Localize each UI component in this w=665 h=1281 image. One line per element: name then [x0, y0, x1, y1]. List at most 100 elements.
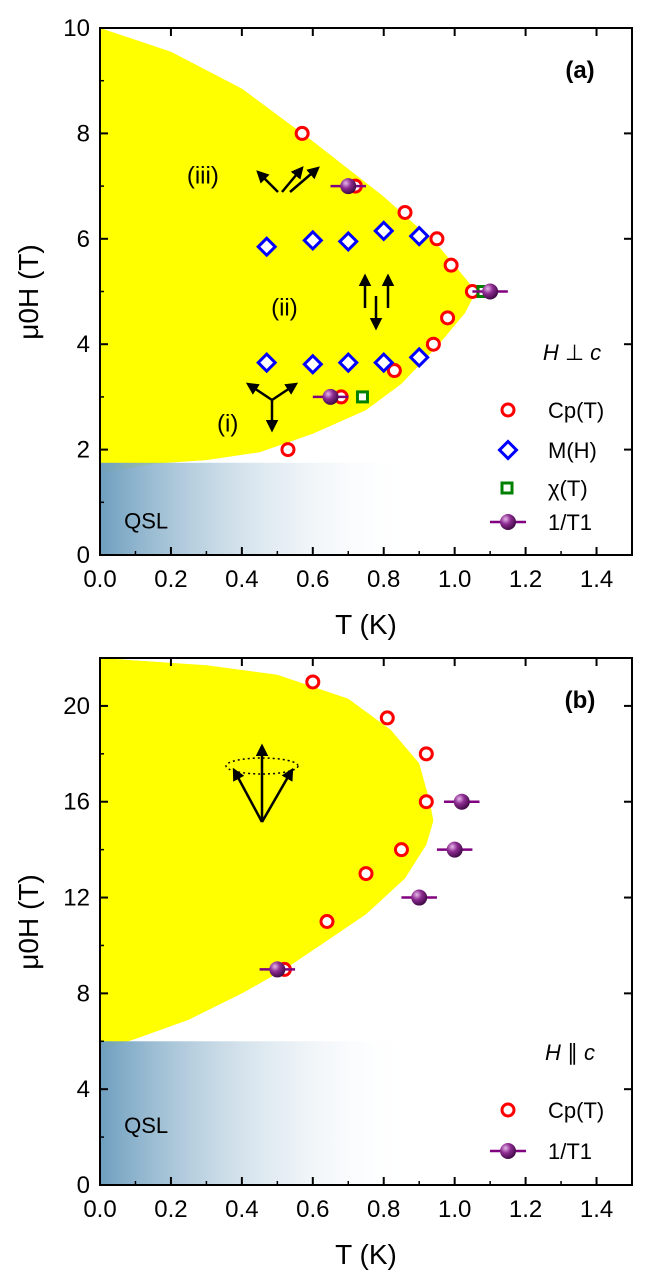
legend-label-chi: χ(T) [548, 476, 588, 501]
legend-marker-chi [500, 481, 514, 495]
legend-marker-t1 [500, 514, 516, 530]
region-label-iii: (iii) [187, 163, 219, 190]
spin-arrow-iii-right [289, 166, 320, 193]
cp-point [294, 125, 310, 141]
cp-point [379, 710, 395, 726]
m-point [256, 352, 278, 374]
cp-point [319, 914, 335, 929]
t1-point [446, 841, 463, 858]
qsl-label-b: QSL [124, 1113, 168, 1138]
panel-a-spin-arrows [245, 166, 395, 433]
t1-point [269, 961, 286, 978]
x-tick-label: 0.2 [154, 1196, 187, 1223]
umbrella-arrow-right [260, 767, 294, 823]
x-tick-label: 0.6 [296, 1196, 329, 1223]
panel-b-data-marks [259, 674, 480, 978]
cp-point [358, 866, 374, 882]
panel-a-ylabel: μ0H (T) [13, 244, 44, 339]
legend-marker-m [497, 439, 519, 461]
y-tick-label: 4 [77, 331, 90, 358]
x-tick-label: 1.0 [438, 566, 471, 593]
region-label-ii: (ii) [271, 294, 298, 321]
m-point [408, 225, 430, 247]
x-tick-label: 1.2 [509, 1196, 542, 1223]
panel-b-fill-layer [100, 658, 434, 1185]
x-tick-label: 1.0 [438, 1196, 471, 1223]
legend-label-t1: 1/T1 [548, 510, 592, 535]
legend: Cp(T) M(H) χ(T) 1/T1 [490, 398, 604, 535]
legend-b-label-cp: Cp(T) [548, 1098, 604, 1123]
cp-point [393, 842, 409, 858]
x-tick-label: 1.2 [509, 566, 542, 593]
y-tick-label: 0 [77, 542, 90, 569]
x-tick-label: 0.2 [154, 566, 187, 593]
t1-point [340, 178, 357, 195]
m-point [373, 352, 395, 374]
field-direction-label: H ⊥ c [543, 340, 601, 365]
y-tick-label: 0 [77, 1172, 90, 1199]
m-point [408, 346, 430, 368]
y-tick-label: 4 [77, 1076, 90, 1103]
cp-point [429, 231, 445, 247]
spin-arrow-iii-mid [281, 166, 304, 193]
cp-point [418, 794, 434, 810]
x-tick-label: 0.6 [296, 566, 329, 593]
m-point [337, 352, 359, 374]
x-tick-label: 0.4 [225, 1196, 258, 1223]
t1-point [482, 283, 499, 300]
legend-marker-cp [500, 402, 516, 418]
spin-arrow-i-left [245, 382, 273, 402]
x-tick-label: 0.8 [367, 1196, 400, 1223]
legend-b-marker-cp [500, 1102, 516, 1118]
region-label-i: (i) [217, 410, 238, 437]
y-tick-label: 8 [77, 980, 90, 1007]
legend-b-marker-t1 [500, 1143, 516, 1159]
spin-arrow-iii-left [256, 170, 279, 193]
x-tick-label: 0.8 [367, 566, 400, 593]
legend-b-label-t1: 1/T1 [548, 1139, 592, 1164]
panel-b-frame [99, 657, 633, 1186]
y-tick-label: 16 [63, 789, 90, 816]
t1-point [322, 388, 339, 405]
m-point [337, 230, 359, 253]
chi-point [355, 390, 369, 404]
x-tick-label: 1.4 [580, 1196, 613, 1223]
t1-point [453, 793, 470, 810]
y-tick-label: 6 [77, 226, 90, 253]
cp-point [386, 363, 402, 379]
cp-point [397, 204, 413, 220]
qsl-region [100, 1041, 413, 1185]
y-tick-label: 8 [77, 120, 90, 147]
cp-point [280, 442, 296, 458]
panel-a-fill-layer [100, 28, 476, 555]
x-tick-label: 0.0 [83, 566, 116, 593]
y-tick-label: 2 [77, 437, 90, 464]
cp-point [305, 674, 321, 690]
y-tick-label: 20 [63, 693, 90, 720]
panel-b-ylabel: μ0H (T) [13, 874, 44, 969]
m-point [302, 229, 324, 251]
panel-a-xlabel: T (K) [335, 609, 397, 640]
legend-b: Cp(T) 1/T1 [490, 1098, 604, 1164]
cp-point [440, 310, 456, 326]
y-tick-label: 10 [63, 15, 90, 42]
umbrella-cone-icon [225, 757, 299, 775]
x-tick-label: 1.4 [580, 566, 613, 593]
umbrella-arrow-left [232, 767, 264, 823]
m-point [302, 353, 324, 375]
qsl-label: QSL [124, 509, 168, 534]
x-tick-label: 0.4 [225, 566, 258, 593]
field-direction-label-b: H ∥ c [545, 1040, 595, 1065]
legend-label-cp: Cp(T) [548, 398, 604, 423]
panel-b-xlabel: T (K) [335, 1239, 397, 1270]
panel-a-label: (a) [565, 57, 594, 84]
panel-b-label: (b) [565, 687, 596, 714]
panel-b-spin-arrows [225, 743, 299, 823]
t1-point [411, 889, 428, 906]
ordered-phase-region [100, 658, 434, 1051]
spin-arrow-i-right [271, 382, 299, 402]
panel-a-data-marks [256, 125, 508, 458]
legend-label-m: M(H) [548, 438, 597, 463]
